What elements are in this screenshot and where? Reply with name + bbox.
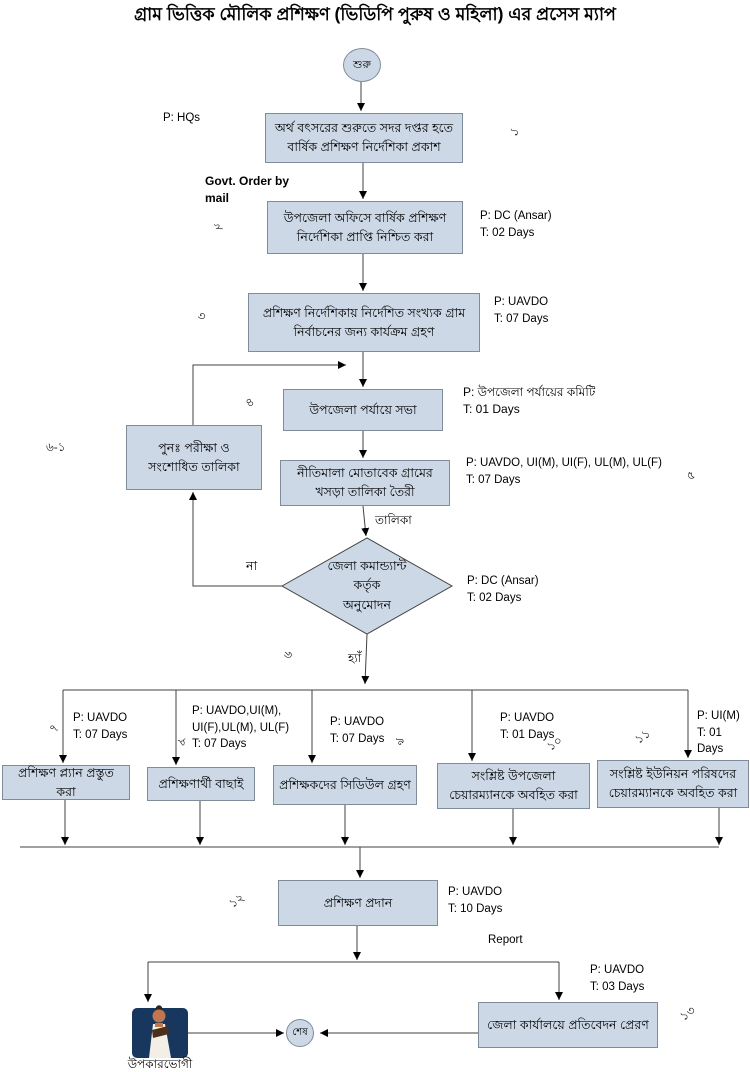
annotation-step-13: P: UAVDO T: 03 Days [590, 964, 645, 993]
step-box-7: প্রশিক্ষণ প্ল্যান প্রস্তুত করা [2, 765, 130, 800]
edge-label-yes: হ্যাঁ [348, 651, 362, 665]
start-terminal: শুরু [343, 48, 381, 82]
edge-decision-yes [361, 633, 370, 685]
end-label: শেষ [292, 1026, 308, 1038]
edge-label-govt-order: Govt. Order by mail [205, 174, 290, 206]
step-box-13: জেলা কার্যালয়ে প্রতিবেদন প্রেরণ [478, 1002, 658, 1048]
step-box-5: নীতিমালা মোতাবেক গ্রামের খসড়া তালিকা তৈ… [280, 460, 450, 506]
step-number-6-1: ৬-১ [46, 440, 66, 454]
step-box-9: প্রশিক্ষকদের সিডিউল গ্রহণ [273, 765, 417, 805]
edge-label-report: Report [488, 934, 523, 946]
annotation-step-7: P: UAVDO T: 07 Days [73, 712, 128, 741]
end-terminal: শেষ [286, 1019, 314, 1047]
start-label: শুরু [353, 58, 371, 71]
step-box-8: প্রশিক্ষণার্থী বাছাই [147, 767, 255, 801]
annotation-decision: P: DC (Ansar) T: 02 Days [467, 575, 539, 604]
annotation-step-4: P: উপজেলা পর্যায়ের কমিটি T: 01 Days [463, 385, 596, 417]
page-title: গ্রাম ভিত্তিক মৌলিক প্রশিক্ষণ (ভিডিপি পু… [134, 4, 616, 24]
edge-label-talika: তালিকা [375, 513, 412, 527]
beneficiary-figure [132, 1005, 188, 1058]
decision-diamond [280, 537, 454, 635]
annotation-step-9: P: UAVDO T: 07 Days [330, 716, 385, 745]
step-box-12: প্রশিক্ষণ প্রদান [278, 880, 438, 926]
annotation-step-12: P: UAVDO T: 10 Days [448, 886, 503, 915]
edge-decision-no [189, 492, 282, 587]
beneficiary-label: উপকারভোগী [127, 1057, 193, 1071]
edge-label-no: না [246, 559, 258, 573]
annotation-step-10: P: UAVDO T: 01 Days [500, 712, 555, 741]
annotation-step-2: P: DC (Ansar) T: 02 Days [480, 210, 552, 239]
rework-box: পুনঃ পরীক্ষা ও সংশোধিত তালিকা [126, 425, 262, 490]
annotation-step-3: P: UAVDO T: 07 Days [494, 296, 549, 325]
edge-s5-to-decision [361, 505, 370, 537]
annotation-step-8: P: UAVDO,UI(M), UI(F),UL(M), UL(F) T: 07… [192, 705, 290, 751]
step-box-10: সংশ্লিষ্ট উপজেলা চেয়ারম্যানকে অবহিত করা [437, 763, 590, 809]
step-box-4: উপজেলা পর্যায়ে সভা [283, 389, 443, 431]
step-box-11: সংশ্লিষ্ট ইউনিয়ন পরিষদের চেয়ারম্যানকে … [597, 760, 749, 808]
step-box-3: প্রশিক্ষণ নির্দেশিকায় নির্দেশিত সংখ্যক … [248, 293, 480, 352]
annotation-step-1: P: HQs [163, 112, 201, 124]
annotation-step-11: P: UI(M) T: 01 Days [697, 710, 740, 756]
edge-rework-return [192, 361, 346, 425]
annotation-step-5: P: UAVDO, UI(M), UI(F), UL(M), UL(F) T: … [466, 457, 662, 486]
step-box-1: অর্থ বৎসরের শুরুতে সদর দপ্তর হতে বার্ষিক… [265, 113, 463, 163]
step-box-2: উপজেলা অফিসে বার্ষিক প্রশিক্ষণ নির্দেশিক… [267, 201, 463, 254]
decision-label: জেলা কমান্ড্যান্ট কর্তৃক অনুমোদন [327, 558, 407, 612]
